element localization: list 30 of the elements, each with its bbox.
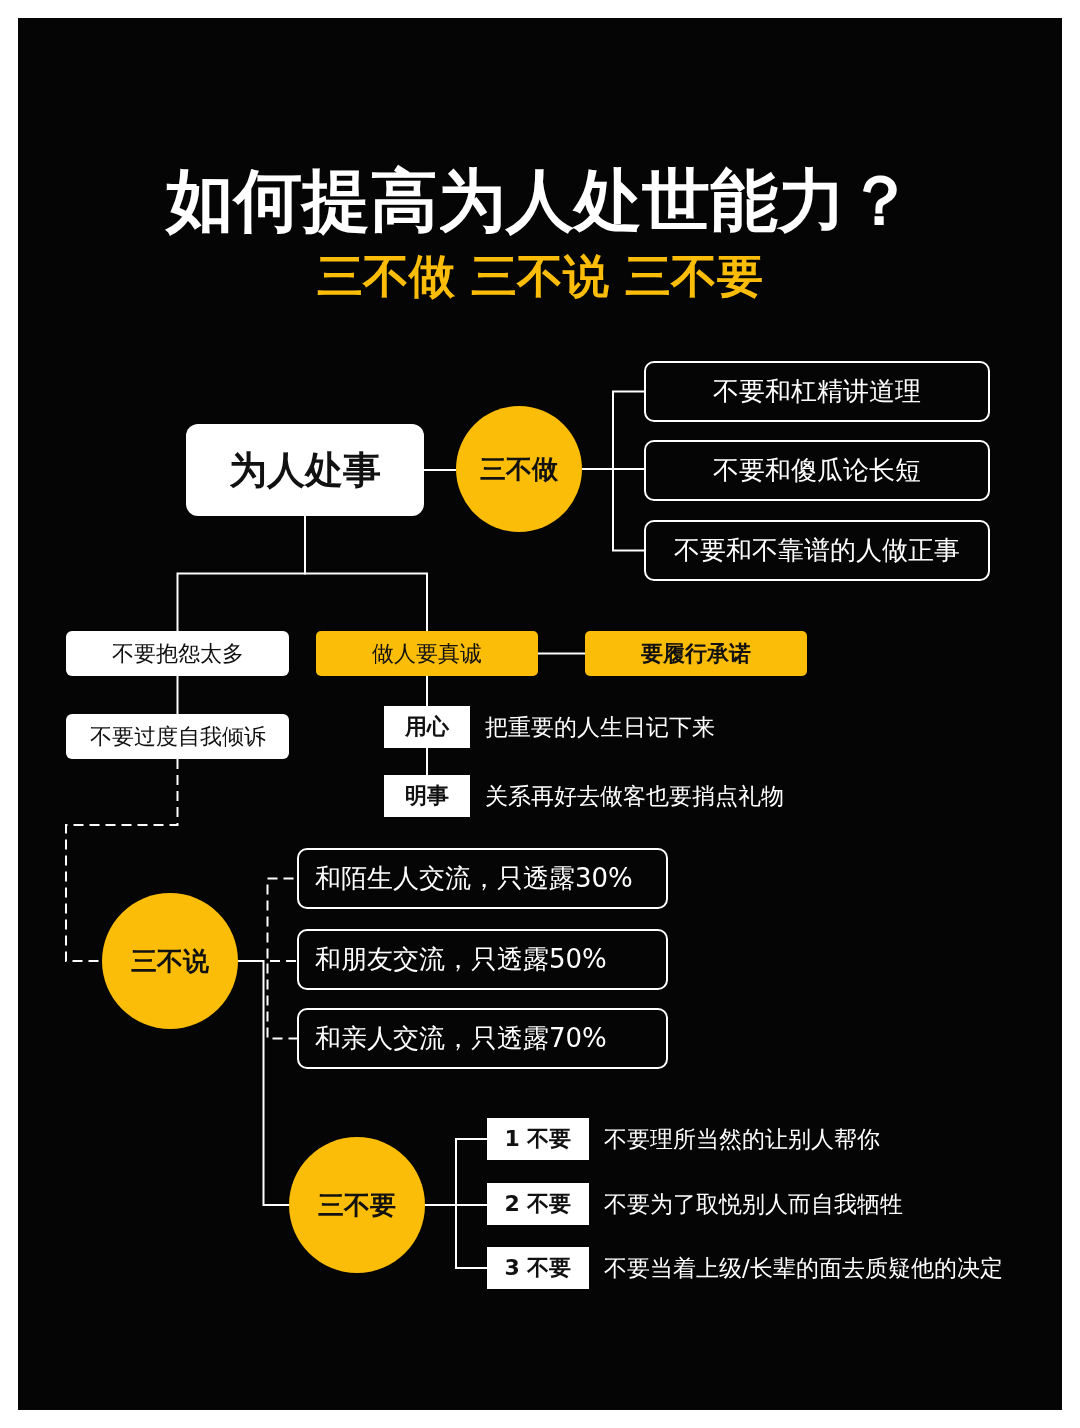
description-text: 不要当着上级/长辈的面去质疑他的决定 [604,1254,1003,1283]
connector-line [426,675,428,707]
category-circle: 三不要 [289,1137,425,1273]
category-circle: 三不说 [102,893,238,1029]
tag-box: 3 不要 [487,1247,589,1289]
dashed-connector-line [65,758,179,962]
tag-box: 明事 [384,775,470,817]
description-text: 关系再好去做客也要捎点礼物 [485,782,784,811]
tag-box: 1 不要 [487,1118,589,1160]
highlight-box: 做人要真诚 [316,631,538,676]
connector-line [423,469,457,471]
tag-box: 用心 [384,706,470,748]
description-text: 把重要的人生日记下来 [485,713,715,742]
subtitle: 三不做 三不说 三不要 [316,248,764,304]
title: 如何提高为人处世能力？ [164,160,915,242]
category-circle: 三不做 [456,406,582,532]
tip-box: 不要过度自我倾诉 [66,714,289,759]
tag-box: 2 不要 [487,1183,589,1225]
topic-box: 为人处事 [186,424,424,516]
description-text: 不要为了取悦别人而自我牺牲 [604,1190,903,1219]
tip-box: 不要抱怨太多 [66,631,289,676]
connector-line [581,468,645,552]
connector-line [537,652,586,655]
connector-line [237,960,290,1206]
highlight-box: 要履行承诺 [585,631,807,676]
connector-line [304,515,428,632]
connector-line [426,747,428,776]
connector-line [176,675,179,715]
connector-line [424,1204,488,1269]
description-text: 不要理所当然的让别人帮你 [604,1125,880,1154]
